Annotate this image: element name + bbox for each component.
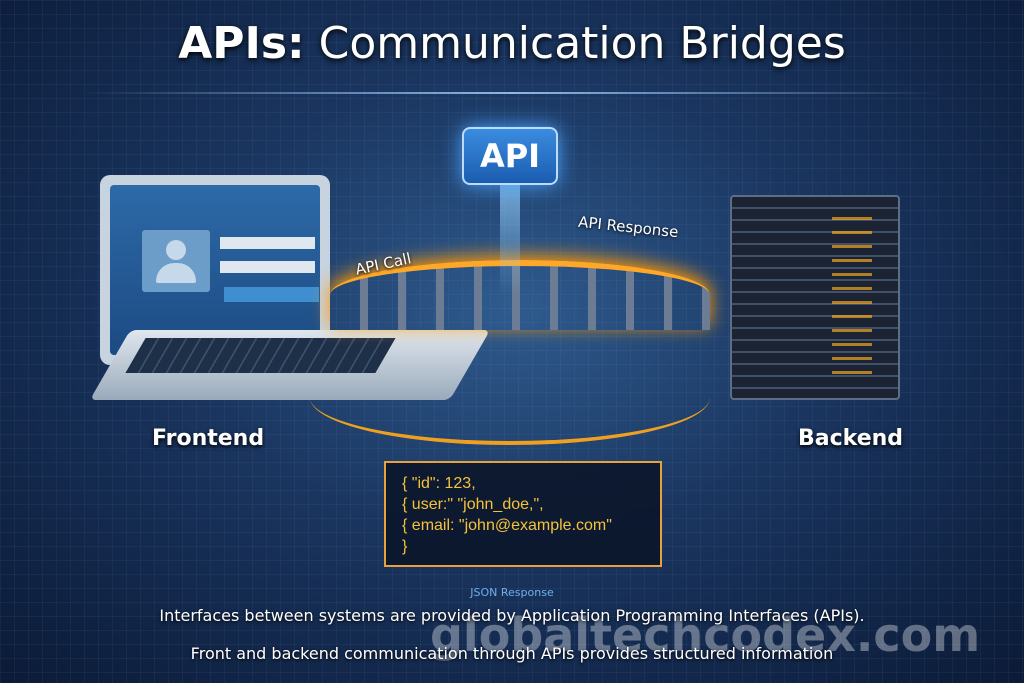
divider xyxy=(80,92,944,94)
json-caption: JSON Response xyxy=(470,586,554,599)
bridge-illustration xyxy=(330,260,710,330)
page-title: APIs: Communication Bridges xyxy=(178,18,846,69)
server-rack-illustration xyxy=(730,195,900,400)
return-arrow xyxy=(310,350,710,445)
code-line: { user:" "john_doe,", xyxy=(402,496,544,513)
description-line-1: Interfaces between systems are provided … xyxy=(159,606,865,625)
password-field xyxy=(220,261,315,273)
code-line: { email: "john@example.com" xyxy=(402,517,612,534)
backend-label: Backend xyxy=(798,426,904,451)
json-code-box: { "id": 123, { user:" "john_doe,", { ema… xyxy=(384,461,662,567)
description-line-2: Front and backend communication through … xyxy=(190,644,834,663)
light-beam xyxy=(500,185,520,295)
code-line: } xyxy=(402,538,408,555)
login-button xyxy=(224,287,319,302)
user-avatar-icon xyxy=(142,230,210,292)
api-badge: API xyxy=(462,127,558,185)
code-line: { "id": 123, xyxy=(402,475,476,492)
frontend-label: Frontend xyxy=(152,426,265,451)
laptop-screen xyxy=(110,185,320,355)
laptop-illustration xyxy=(100,175,330,365)
username-field xyxy=(220,237,315,249)
watermark: globaltechcodex.com xyxy=(430,608,981,662)
